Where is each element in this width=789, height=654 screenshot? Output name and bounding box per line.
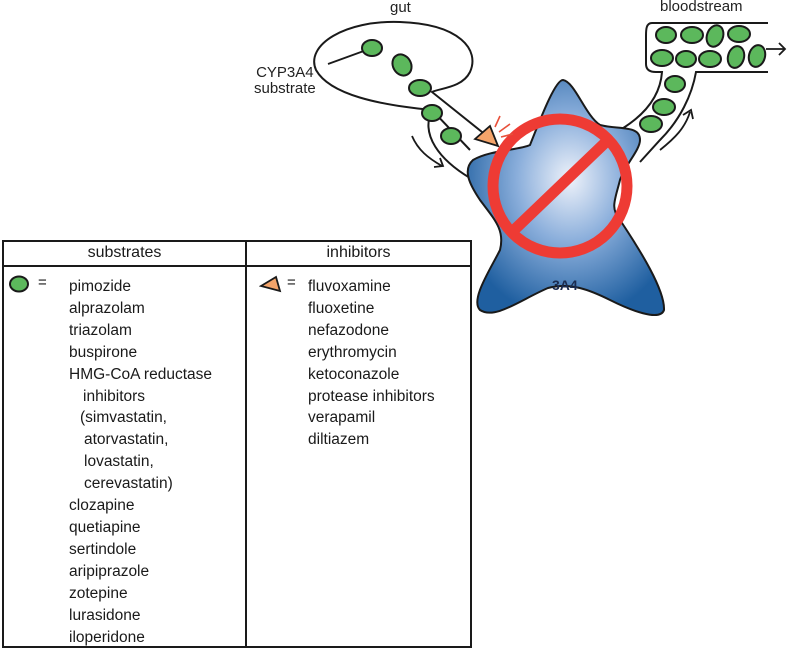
substrates-item: aripiprazole (69, 562, 150, 580)
substrates-item: inhibitors (83, 387, 146, 405)
substrate-oval (675, 50, 697, 68)
substrates-item: pimozide (69, 278, 132, 295)
gut-label: gut (390, 0, 411, 16)
substrate-label-line2: substrate (254, 80, 316, 97)
substrate-oval (391, 53, 413, 77)
inhibitors-list: fluvoxamine fluoxetine nefazodone erythromy… (308, 276, 435, 451)
bloodstream-exit-arrow (766, 42, 787, 56)
substrate-oval (421, 104, 443, 122)
inhibitor-triangle (473, 124, 500, 148)
cyp3a4-substrate-label: CYP3A4 substrate (254, 65, 316, 97)
bloodstream-tube-outline (609, 22, 768, 139)
substrates-item: (simvastatin, (80, 409, 167, 427)
bloodstream-label: bloodstream (660, 0, 743, 15)
green-oval-icon (9, 275, 29, 293)
substrate-oval (650, 49, 674, 67)
enzyme-label: 3A4 (552, 277, 578, 293)
substrates-item: atorvastatin, (84, 431, 169, 449)
substrates-item: buspirone (69, 343, 138, 361)
inhibitors-item: verapamil (308, 409, 376, 427)
substrates-item: quetiapine (69, 518, 141, 536)
inhibitors-item: ketoconazole (308, 365, 400, 383)
substrate-oval (698, 50, 722, 68)
inhibitor-action-lines (494, 115, 514, 138)
gut-pouch-outline (313, 20, 493, 151)
substrate-oval (726, 45, 746, 69)
prohibition-slash (508, 136, 612, 236)
substrate-oval (727, 25, 751, 43)
prohibition-circle (487, 113, 633, 259)
substrates-item: lurasidone (69, 606, 141, 624)
inhibitors-item: fluoxetine (308, 299, 375, 317)
substrate-oval (664, 75, 686, 93)
inhibitors-header: inhibitors (247, 242, 470, 267)
gut-flow-arrowhead (433, 157, 445, 168)
substrates-item: cerevastatin) (84, 475, 173, 493)
substrates-item: alprazolam (69, 299, 145, 317)
substrate-oval (639, 115, 663, 133)
bloodstream-tube-lower (639, 71, 768, 163)
orange-triangle-icon (259, 275, 282, 293)
gut-flow-arrow (411, 135, 443, 167)
substrate-oval (680, 26, 704, 44)
substrates-header: substrates (4, 242, 245, 267)
inhibitors-equals: = (287, 274, 296, 291)
substrates-item: clozapine (69, 497, 135, 515)
substrate-oval (361, 39, 383, 57)
inhibitors-item: diltiazem (308, 431, 370, 449)
substrates-item: triazolam (69, 321, 132, 339)
substrate-oval (652, 98, 676, 116)
bloodstream-flow-arrowhead (682, 108, 694, 120)
substrate-oval (747, 44, 767, 68)
gut-substrates (361, 39, 462, 145)
substrates-item: zotepine (69, 584, 128, 602)
inhibitors-item: protease inhibitors (308, 387, 435, 405)
substrates-item: iloperidone (69, 628, 145, 646)
inhibitors-item: erythromycin (308, 343, 397, 361)
substrates-item: sertindole (69, 540, 137, 558)
bloodstream-substrates (639, 24, 767, 133)
inhibitors-item: nefazodone (308, 321, 390, 339)
substrate-oval (408, 79, 432, 97)
substrate-oval (705, 24, 725, 48)
substrate-oval (440, 127, 462, 145)
substrate-oval (655, 26, 677, 44)
bloodstream-flow-arrow (659, 111, 691, 151)
inhibitors-item: fluvoxamine (308, 278, 391, 295)
drug-table: substrates = pimozide alprazolam triazolam… (2, 240, 472, 648)
substrates-equals: = (38, 274, 47, 291)
substrates-item: HMG-CoA reductase (69, 365, 212, 383)
substrates-item: lovastatin, (84, 453, 154, 471)
substrate-label-line1: CYP3A4 (256, 64, 314, 81)
substrates-column: substrates = pimozide alprazolam triazolam… (4, 242, 247, 646)
inhibitors-column: inhibitors = fluvoxamine fluoxetine nefazo… (247, 242, 470, 646)
